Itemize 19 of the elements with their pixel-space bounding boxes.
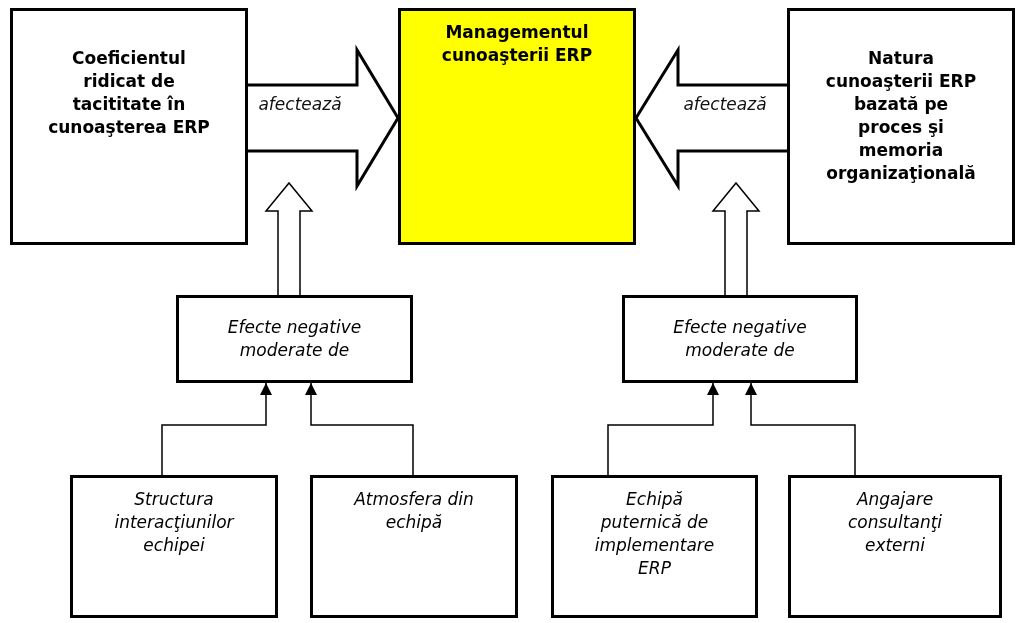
text-box: Efecte negative moderate de bbox=[176, 295, 413, 383]
edge-label: afectează bbox=[683, 94, 767, 114]
text-box: Coeficientul ridicat de tacititate în cunoaşterea ERP bbox=[10, 8, 248, 245]
text-box: Angajare consultanţi externi bbox=[788, 475, 1002, 618]
text-box: Atmosfera din echipă bbox=[310, 475, 518, 618]
block-arrow bbox=[711, 181, 761, 296]
text-box: Natura cunoaşterii ERP bazată pe proces şi memoria organizaţională bbox=[787, 8, 1015, 245]
arrow bbox=[161, 382, 272, 476]
edge-label: afectează bbox=[258, 94, 342, 114]
arrow bbox=[745, 382, 856, 476]
text-box: Structura interacţiunilor echipei bbox=[70, 475, 278, 618]
block-arrow bbox=[246, 44, 400, 192]
block-arrow bbox=[264, 181, 314, 296]
text-box: Efecte negative moderate de bbox=[622, 295, 858, 383]
highlighted-box: Managementul cunoaşterii ERP bbox=[398, 8, 636, 245]
arrow bbox=[305, 382, 414, 476]
block-arrow bbox=[634, 44, 789, 192]
text-box: Echipă puternică de implementare ERP bbox=[551, 475, 758, 618]
arrow bbox=[607, 382, 719, 476]
